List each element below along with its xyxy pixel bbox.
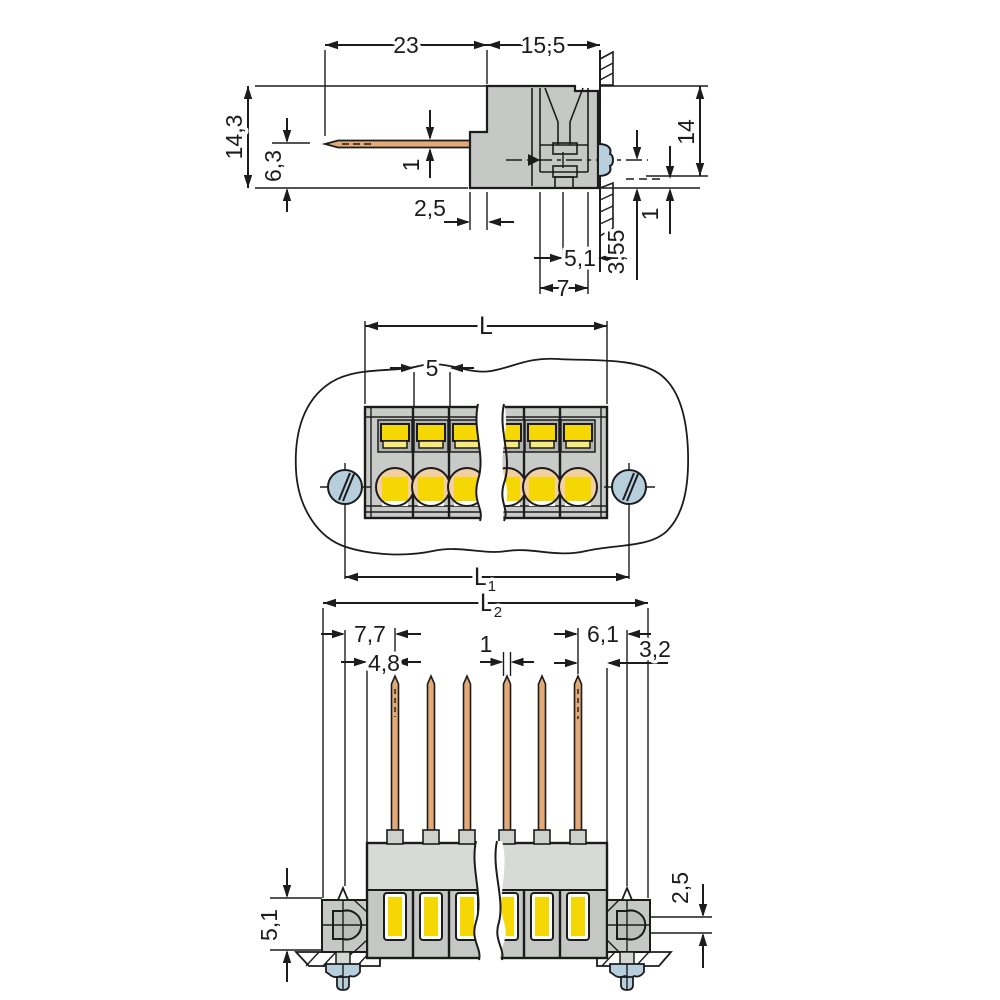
flange-right [606,885,651,953]
dim-4-8: 4,8 [341,647,421,680]
contact-slots [383,892,590,941]
housing-side [468,84,600,190]
dim-7: 7 [540,272,588,305]
screw-axis-marker-right [620,885,634,901]
dim-4-8-label: 4,8 [368,650,400,676]
pin-4 [502,674,512,832]
pole-1 [375,419,415,507]
dim-23-label: 23 [393,32,419,58]
dim-7-7: 7,7 [321,618,421,651]
side-view: 23 15,5 14,3 6,3 1 [218,29,708,305]
dim-5-1-bottom: 5,1 [253,868,292,982]
fixing-screw-front-right [604,463,655,579]
dim-14: 14 [670,86,705,176]
dim-pitch-label: 5 [426,355,439,381]
solder-pins [390,674,583,832]
dim-pitch-5: 5 [390,352,474,406]
dim-5-1-label: 5,1 [564,245,596,271]
pin-3 [462,674,472,832]
pin-side-view: L2 7,7 4,8 1 6,1 [253,586,712,991]
panel-hatch [599,50,614,238]
terminal-block-bottom [365,829,609,961]
pin-extension-lines [270,608,712,951]
dim-14-3-label: 14,3 [221,115,247,160]
dim-2-5-label: 2,5 [414,195,446,221]
pin-collars [386,829,587,845]
dim-5-1: 5,1 [534,242,626,275]
dim-pin-width-label: 1 [480,631,493,657]
dim-3-55-label: 3,55 [603,230,629,275]
dim-3-2: 3,2 [554,633,674,668]
dim-6-3-label: 6,3 [260,150,286,182]
fixing-screw-side [597,142,614,178]
dim-14-label: 14 [673,119,699,145]
dim-pin-square: 1 [395,110,435,178]
dim-L1: L1 [345,560,629,599]
pole-5 [522,419,562,507]
fixing-screw-bottom-right [609,951,645,991]
front-panel-view: L 5 L1 [294,309,690,599]
dim-15-5: 15,5 [487,29,600,62]
pole-2 [411,419,451,507]
dim-1-panel-label: 1 [637,208,663,221]
dim-3-2-label: 3,2 [639,636,671,662]
dim-3-55: 3,55 [600,130,642,280]
dim-15-5-label: 15,5 [521,32,566,58]
dim-7-label: 7 [557,275,570,301]
pole-6 [558,419,598,507]
dim-2-5-bottom-label: 2,5 [667,872,693,904]
dim-L2-label: L2 [480,589,502,621]
pin-2 [426,674,436,832]
clamp-point-marker [528,154,540,166]
dim-2-5-bottom: 2,5 [664,869,708,968]
flange-left [321,885,368,953]
dim-L: L [364,309,608,404]
dim-7-7-label: 7,7 [354,621,386,647]
dim-L1-label: L1 [474,563,496,595]
dim-5-1-bottom-label: 5,1 [256,909,282,941]
dim-23: 23 [325,29,487,62]
break-band-front [475,403,509,522]
fixing-screw-bottom-left [325,951,361,991]
dim-6-1-label: 6,1 [587,621,619,647]
terminal-block-front [363,403,609,522]
dim-L-label: L [479,312,493,340]
dim-1-panel: 1 [634,146,675,234]
break-band-bottom [473,840,506,961]
housing-internal-lines [506,87,648,189]
dim-pin-width-1: 1 [476,628,534,667]
pin-5 [537,674,547,832]
screw-axis-marker-left [336,885,350,901]
dim-L2: L2 [323,586,648,625]
dim-14-3: 14,3 [218,86,253,188]
dim-6-3: 6,3 [257,118,292,212]
dim-2-5: 2,5 [411,192,514,227]
dim-6-1: 6,1 [554,618,651,651]
fixing-screw-front-left [320,463,371,579]
dim-pin-square-label: 1 [398,159,424,172]
